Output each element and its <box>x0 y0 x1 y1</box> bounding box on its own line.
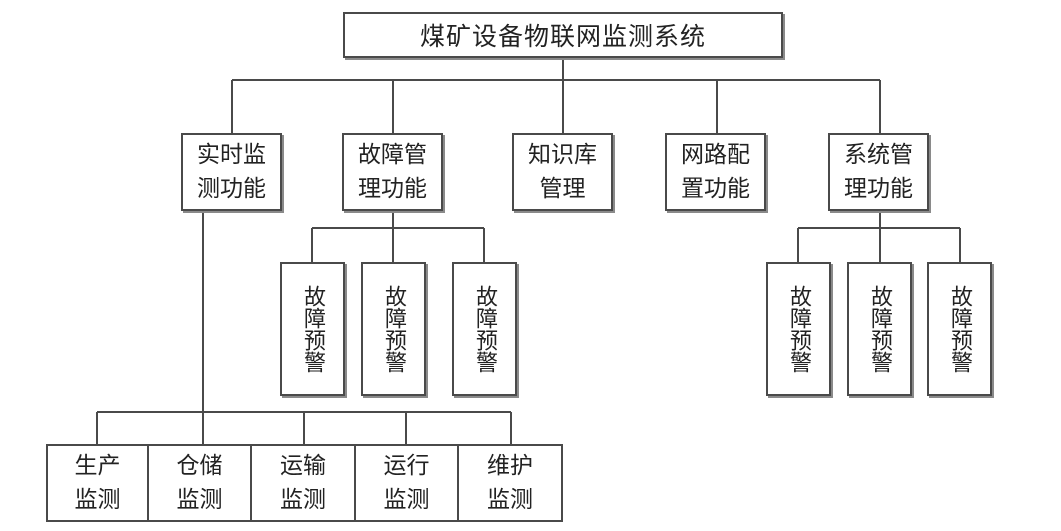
root-label: 煤矿设备物联网监测系统 <box>419 22 706 51</box>
category-label-line2: 置功能 <box>681 176 750 202</box>
system-warning-label: 故障预警 <box>867 285 892 373</box>
monitor-item-maintenance: 维护 监测 <box>457 444 563 522</box>
monitor-label-line1: 仓储 <box>176 453 223 479</box>
fault-warning-label: 故障预警 <box>472 285 497 373</box>
category-node-knowledge-base: 知识库 管理 <box>512 133 613 211</box>
monitor-label-line1: 维护 <box>487 453 533 479</box>
fault-warning-label: 故障预警 <box>300 285 325 373</box>
category-label-line2: 管理 <box>539 176 586 202</box>
monitor-label-line2: 监测 <box>74 487 121 513</box>
category-label-line1: 故障管 <box>358 142 427 168</box>
system-warning-label: 故障预警 <box>786 285 811 373</box>
category-label-line1: 实时监 <box>197 142 266 168</box>
monitor-item-operation: 运行 监测 <box>354 444 459 522</box>
monitor-item-storage: 仓储 监测 <box>147 444 252 522</box>
category-label-line2: 测功能 <box>197 176 266 202</box>
monitor-label-line2: 监测 <box>280 487 326 513</box>
monitor-label-line1: 生产 <box>74 453 121 479</box>
root-node: 煤矿设备物联网监测系统 <box>343 12 783 58</box>
fault-warning-node: 故障预警 <box>361 262 426 396</box>
category-label-line1: 网路配 <box>681 142 750 168</box>
monitor-item-production: 生产 监测 <box>46 444 149 522</box>
monitor-label-line2: 监测 <box>176 487 223 513</box>
system-warning-node: 故障预警 <box>766 262 831 396</box>
monitor-label-line2: 监测 <box>487 487 533 513</box>
system-warning-label: 故障预警 <box>947 285 972 373</box>
category-node-system-management: 系统管 理功能 <box>828 133 929 211</box>
category-node-network-config: 网路配 置功能 <box>665 133 766 211</box>
monitor-label-line1: 运输 <box>280 453 326 479</box>
fault-warning-label: 故障预警 <box>381 285 406 373</box>
category-node-realtime-monitoring: 实时监 测功能 <box>181 133 282 211</box>
system-warning-node: 故障预警 <box>927 262 992 396</box>
system-warning-node: 故障预警 <box>847 262 912 396</box>
fault-warning-node: 故障预警 <box>280 262 345 396</box>
monitor-label-line2: 监测 <box>383 487 430 513</box>
monitor-label-line1: 运行 <box>383 453 430 479</box>
monitor-item-transport: 运输 监测 <box>250 444 356 522</box>
category-label-line2: 理功能 <box>358 176 427 202</box>
category-node-fault-management: 故障管 理功能 <box>342 133 443 211</box>
category-label-line1: 知识库 <box>528 142 597 168</box>
category-label-line1: 系统管 <box>844 142 913 168</box>
category-label-line2: 理功能 <box>844 176 913 202</box>
fault-warning-node: 故障预警 <box>452 262 517 396</box>
